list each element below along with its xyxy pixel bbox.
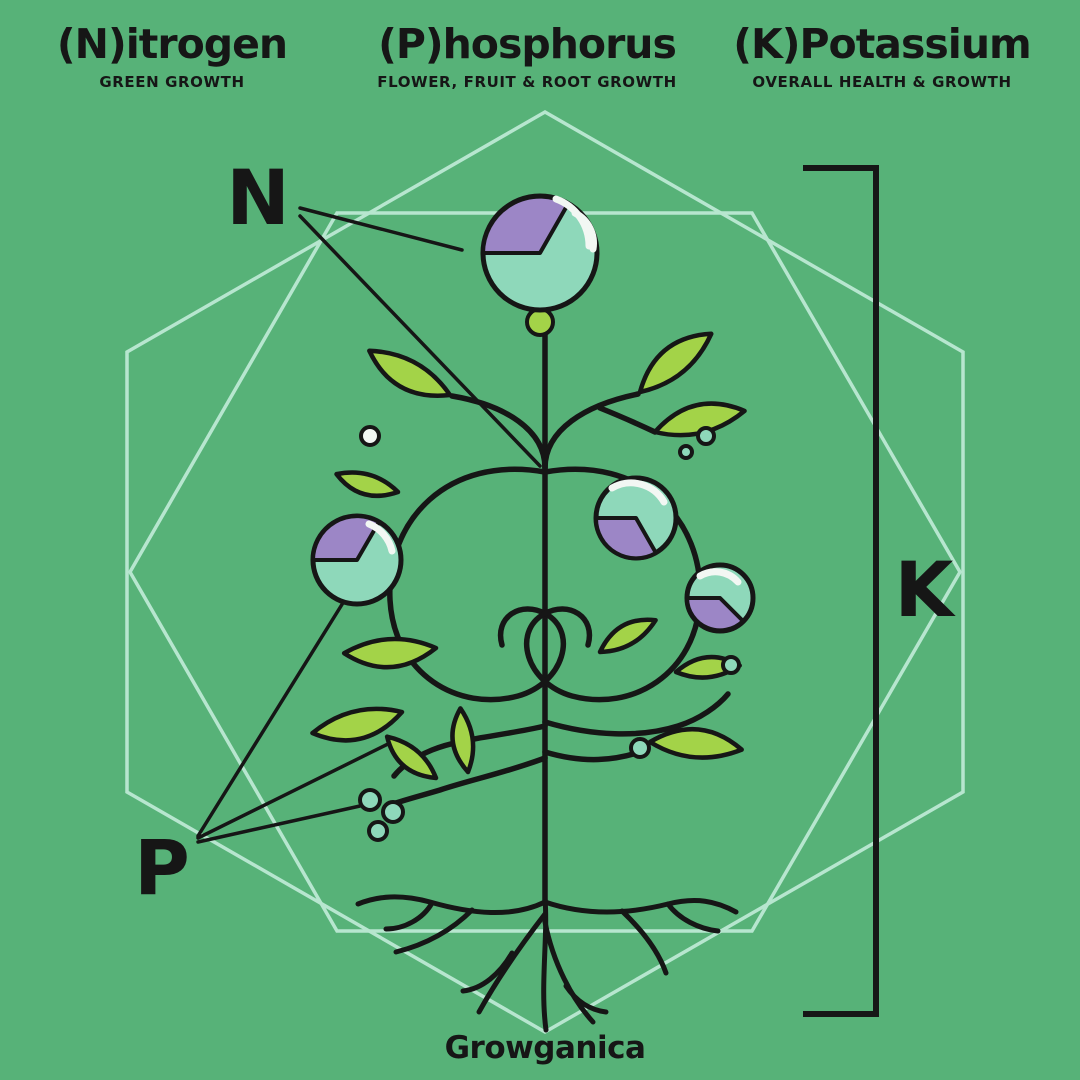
berries — [358, 425, 741, 842]
leaves — [310, 331, 747, 781]
n-pointer-lines — [298, 206, 542, 468]
k-label: K — [894, 545, 954, 634]
n-label: N — [226, 153, 290, 242]
nitrogen-subtitle: GREEN GROWTH — [99, 73, 245, 91]
left-flower — [310, 513, 404, 607]
p-pointer-lines — [196, 596, 394, 844]
right-flower-small — [684, 562, 756, 634]
p-label: P — [134, 823, 190, 912]
header-potassium: (K)Potassium OVERALL HEALTH & GROWTH — [733, 20, 1032, 92]
nitrogen-title: (N)itrogen — [56, 20, 288, 68]
right-flower-large — [593, 475, 679, 561]
plant — [310, 193, 756, 1033]
potassium-title: (K)Potassium — [733, 20, 1032, 68]
k-bracket — [803, 165, 879, 1017]
roots — [355, 894, 739, 1033]
left-spiral-branch — [387, 466, 566, 703]
header-phosphorus: (P)hosphorus FLOWER, FRUIT & ROOT GROWTH — [377, 20, 677, 92]
potassium-subtitle: OVERALL HEALTH & GROWTH — [752, 73, 1012, 91]
phosphorus-title: (P)hosphorus — [378, 20, 677, 68]
brand-wordmark: Growganica — [444, 1030, 646, 1066]
phosphorus-subtitle: FLOWER, FRUIT & ROOT GROWTH — [377, 73, 677, 91]
top-flower — [480, 193, 600, 337]
header-nitrogen: (N)itrogen GREEN GROWTH — [56, 20, 288, 92]
